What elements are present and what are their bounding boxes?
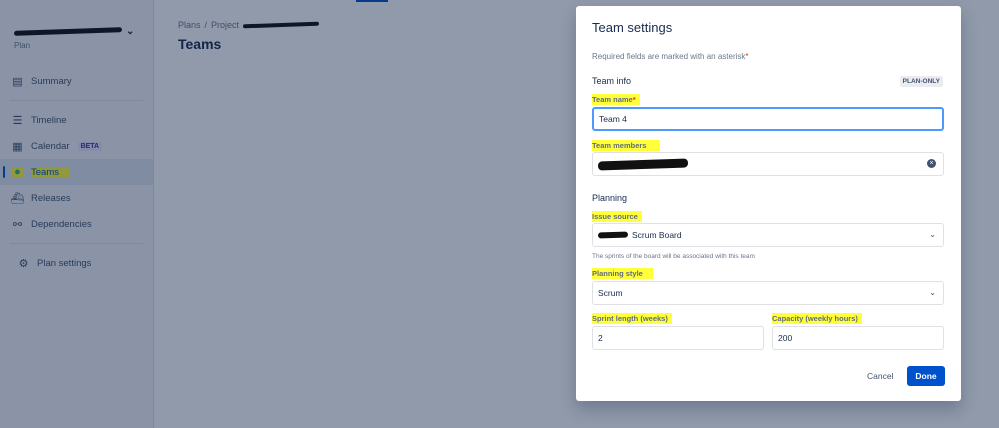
modal-title: Team settings — [592, 20, 673, 35]
breadcrumb-plans[interactable]: Plans — [178, 20, 201, 30]
team-info-heading: Team info — [592, 76, 632, 86]
sidebar-item-teams[interactable]: ● Teams — [0, 159, 153, 185]
plan-only-badge: PLAN-ONLY — [899, 76, 943, 87]
gear-icon: ⚙ — [18, 257, 29, 270]
issue-source-label: Issue source — [592, 211, 642, 222]
planning-style-label: Planning style — [592, 268, 653, 279]
sidebar-item-label: Plan settings — [37, 257, 92, 269]
required-asterisk: * — [632, 95, 636, 104]
dependencies-icon: ⚯ — [12, 218, 23, 231]
cancel-button[interactable]: Cancel — [862, 367, 898, 385]
sidebar-item-plan-settings[interactable]: ⚙ Plan settings — [0, 250, 153, 276]
redacted-board-name — [597, 231, 629, 239]
required-note: Required fields are marked with an aster… — [592, 52, 749, 61]
team-settings-modal: Team settings Required fields are marked… — [576, 6, 961, 401]
planning-style-select[interactable]: Scrum ⌄ — [592, 281, 944, 305]
sidebar-item-timeline[interactable]: ☰ Timeline — [0, 107, 153, 133]
planning-heading: Planning — [592, 193, 628, 203]
timeline-icon: ☰ — [12, 114, 23, 127]
capacity-value: 200 — [778, 333, 793, 343]
breadcrumb-separator: / — [204, 20, 208, 30]
capacity-label: Capacity (weekly hours) — [772, 313, 862, 324]
capacity-input[interactable]: 200 — [772, 326, 944, 350]
issue-source-value: Scrum Board — [632, 230, 682, 240]
sidebar-item-label: Summary — [31, 75, 72, 87]
sidebar-item-dependencies[interactable]: ⚯ Dependencies — [0, 211, 153, 237]
project-name[interactable]: ⌄ — [13, 26, 135, 37]
chevron-down-icon: ⌄ — [929, 288, 936, 297]
calendar-icon: ▦ — [12, 140, 23, 153]
team-name-label: Team name* — [592, 94, 640, 105]
sidebar-item-label: Releases — [31, 192, 71, 204]
issue-source-select[interactable]: Scrum Board ⌄ — [592, 223, 944, 247]
sidebar-item-label: Teams — [31, 166, 69, 178]
main-content: Plans / Project Teams — [154, 0, 999, 428]
summary-icon: ▤ — [12, 75, 23, 88]
team-name-input[interactable]: Team 4 — [592, 107, 944, 131]
page-title: Teams — [178, 36, 222, 52]
sprint-length-value: 2 — [598, 333, 603, 343]
sprint-length-input[interactable]: 2 — [592, 326, 764, 350]
teams-icon: ● — [12, 166, 23, 178]
project-subtitle: Plan — [14, 41, 31, 50]
sidebar-item-label: Dependencies — [31, 218, 92, 230]
planning-style-value: Scrum — [598, 288, 623, 298]
redacted-member — [597, 157, 689, 171]
divider — [10, 100, 143, 101]
team-members-input[interactable]: × — [592, 152, 944, 176]
clear-icon[interactable]: × — [927, 159, 936, 168]
divider — [10, 243, 143, 244]
chevron-down-icon: ⌄ — [929, 230, 936, 239]
sidebar-nav: ▤ Summary ☰ Timeline ▦ Calendar BETA ● T… — [0, 68, 153, 276]
sidebar-item-summary[interactable]: ▤ Summary — [0, 68, 153, 94]
sidebar: ⌄ Plan ▤ Summary ☰ Timeline ▦ Calendar B… — [0, 0, 154, 428]
beta-badge: BETA — [77, 141, 103, 151]
required-note-text: Required fields are marked with an aster… — [592, 52, 746, 61]
breadcrumb: Plans / Project — [178, 20, 320, 30]
project-header[interactable]: ⌄ Plan — [13, 26, 135, 50]
sidebar-item-releases[interactable]: ⛴ Releases — [0, 185, 153, 211]
sprint-length-label: Sprint length (weeks) — [592, 313, 672, 324]
issue-source-help: The sprints of the board will be associa… — [592, 253, 755, 260]
sidebar-item-label: Timeline — [31, 114, 67, 126]
team-name-value: Team 4 — [599, 114, 627, 124]
sidebar-item-label: Calendar — [31, 140, 70, 152]
chevron-down-icon[interactable]: ⌄ — [126, 26, 135, 37]
sidebar-item-calendar[interactable]: ▦ Calendar BETA — [0, 133, 153, 159]
done-button[interactable]: Done — [907, 366, 945, 386]
breadcrumb-project[interactable]: Project — [211, 20, 240, 30]
team-members-label: Team members — [592, 140, 661, 151]
active-tab-indicator — [356, 0, 388, 2]
releases-icon: ⛴ — [10, 192, 25, 205]
team-name-label-text: Team name — [592, 95, 633, 104]
required-asterisk: * — [745, 52, 749, 61]
